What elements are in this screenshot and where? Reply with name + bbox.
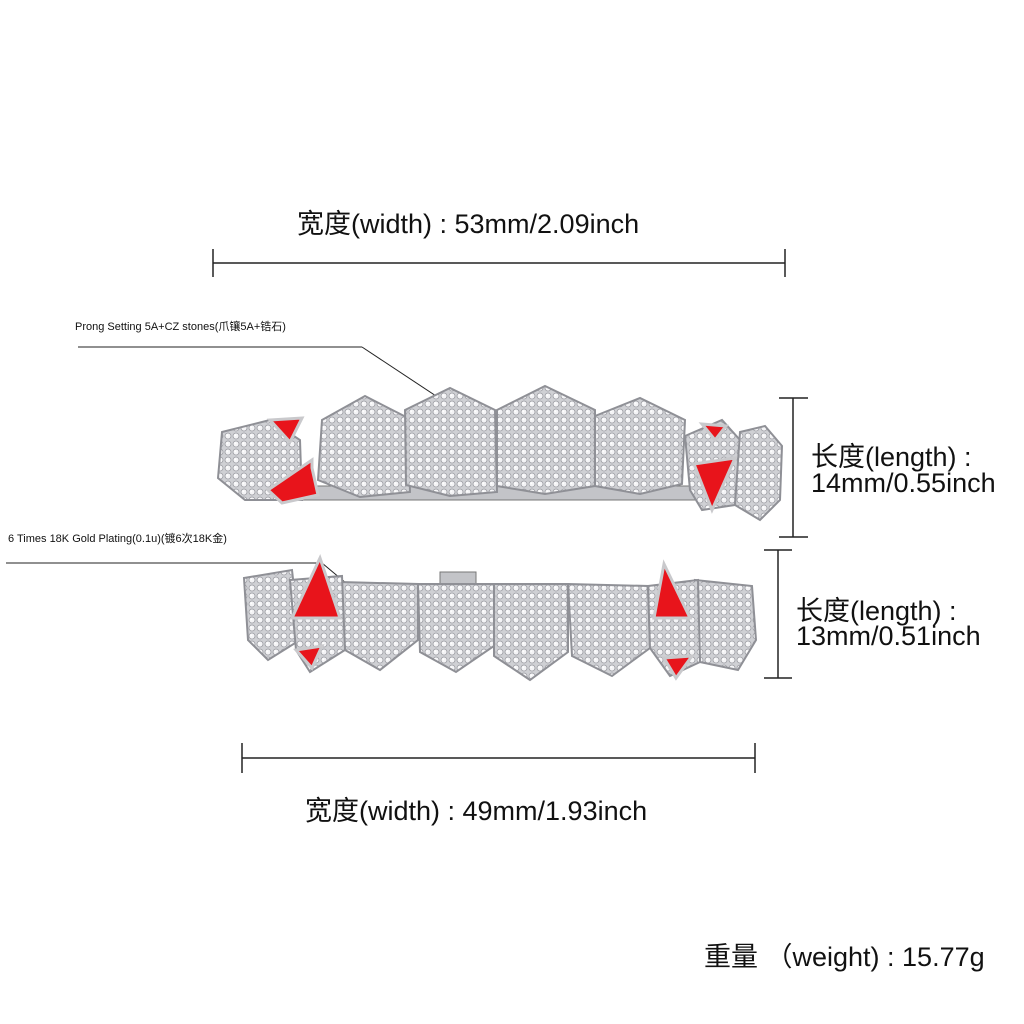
bottom-tooth xyxy=(242,568,302,662)
red-fang-accent xyxy=(266,416,305,445)
top-width-dimension-line xyxy=(212,249,786,277)
top-tooth xyxy=(496,384,596,496)
red-fang-accent xyxy=(293,644,325,671)
bottom-tooth xyxy=(693,578,758,672)
red-fang-accent xyxy=(691,456,738,514)
top-length-label: 长度(length) : xyxy=(811,442,972,472)
red-fang-accent xyxy=(652,559,693,620)
top-tooth xyxy=(594,396,687,496)
red-fang-accent xyxy=(661,654,696,681)
red-fang-accent xyxy=(265,457,320,505)
bottom-width-label: 宽度(width) : 49mm/1.93inch xyxy=(305,796,648,826)
top-tooth xyxy=(403,386,499,498)
bottom-grill xyxy=(242,553,758,682)
bottom-tooth xyxy=(416,583,495,674)
top-tooth xyxy=(316,394,412,499)
plating-callout: 6 Times 18K Gold Plating(0.1u)(镀6次18K金) xyxy=(8,533,227,545)
top-grill xyxy=(216,384,784,522)
red-fang-accent xyxy=(289,553,343,620)
bottom-tooth xyxy=(493,583,569,682)
bottom-length-value: 13mm/0.51inch xyxy=(796,621,981,651)
prong-setting-callout: Prong Setting 5A+CZ stones(爪镶5A+锆石) xyxy=(75,321,286,333)
top-length-dimension-line xyxy=(779,397,808,538)
top-width-label: 宽度(width) : 53mm/2.09inch xyxy=(297,209,640,239)
top-length-value: 14mm/0.55inch xyxy=(811,468,996,498)
bottom-width-dimension-line xyxy=(241,743,756,773)
bottom-tooth xyxy=(338,580,419,672)
top-tooth xyxy=(733,424,784,522)
bottom-tooth xyxy=(566,582,652,678)
bottom-length-dimension-line xyxy=(764,549,792,679)
red-fang-accent xyxy=(698,422,729,443)
bottom-length-label: 长度(length) : xyxy=(796,596,957,626)
weight-label: 重量 （weight) : 15.77g xyxy=(704,942,985,972)
